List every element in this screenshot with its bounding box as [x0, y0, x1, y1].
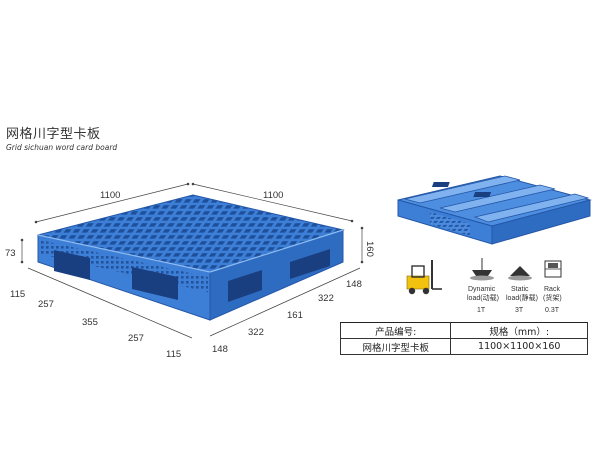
dim-height-left: 73: [5, 248, 16, 259]
dimension-arrows: [20, 182, 364, 264]
dim-front-segment: 257: [38, 299, 54, 310]
fork-opening: [290, 249, 330, 279]
static-load-icon: [508, 266, 532, 281]
main-pallet-illustration: [37, 194, 345, 321]
table-header-cell: 规格（mm）:: [450, 322, 588, 339]
dimension-lines: [21, 183, 363, 339]
dim-side-segment: 161: [287, 310, 303, 321]
dim-side-segment: 148: [212, 344, 228, 355]
load-label-line1: Dynamic: [468, 286, 496, 293]
title-block: 网格川字型卡板 Grid sichuan word card board: [6, 123, 117, 152]
load-label-line2: (货架): [543, 293, 562, 302]
spec-table: 产品编号: 规格（mm）: 网格川字型卡板 1100×1100×160: [339, 322, 588, 355]
table-row: 网格川字型卡板 1100×1100×160: [339, 338, 588, 355]
dim-front-segment: 257: [128, 333, 144, 344]
table-cell: 网格川字型卡板: [339, 338, 452, 355]
dim-side-segment: 148: [346, 279, 362, 290]
dim-front-segment: 115: [10, 289, 25, 300]
load-value: 0.3T: [545, 307, 560, 314]
title-chinese: 网格川字型卡板: [6, 127, 101, 142]
title-english: Grid sichuan word card board: [6, 143, 118, 152]
load-label-line1: Static: [511, 286, 529, 293]
table-header-row: 产品编号: 规格（mm）:: [339, 322, 588, 339]
fork-opening: [228, 270, 262, 302]
dim-top-depth: 1100: [263, 190, 283, 201]
rack-load-icon: [544, 260, 562, 278]
table-header-cell: 产品编号:: [339, 322, 452, 339]
dim-height-right: 160: [364, 241, 375, 257]
load-value: 3T: [515, 307, 524, 314]
forklift-icon: [406, 260, 442, 295]
table-cell: 1100×1100×160: [450, 338, 588, 355]
load-label-line2: load(静载): [506, 293, 538, 302]
dim-front-segment: 115: [166, 349, 181, 360]
dim-top-width: 1100: [100, 190, 120, 201]
dim-front-segment: 355: [82, 317, 98, 328]
fork-opening: [54, 250, 90, 280]
fork-opening: [132, 267, 178, 300]
dim-side-segment: 322: [318, 293, 334, 304]
pallet-bottom-view: [397, 175, 592, 245]
dim-side-segment: 322: [248, 327, 264, 338]
load-label-line2: load(动载): [467, 293, 499, 302]
load-label-line1: Rack: [544, 286, 560, 293]
load-value: 1T: [477, 307, 486, 314]
dynamic-load-icon: [470, 258, 494, 281]
